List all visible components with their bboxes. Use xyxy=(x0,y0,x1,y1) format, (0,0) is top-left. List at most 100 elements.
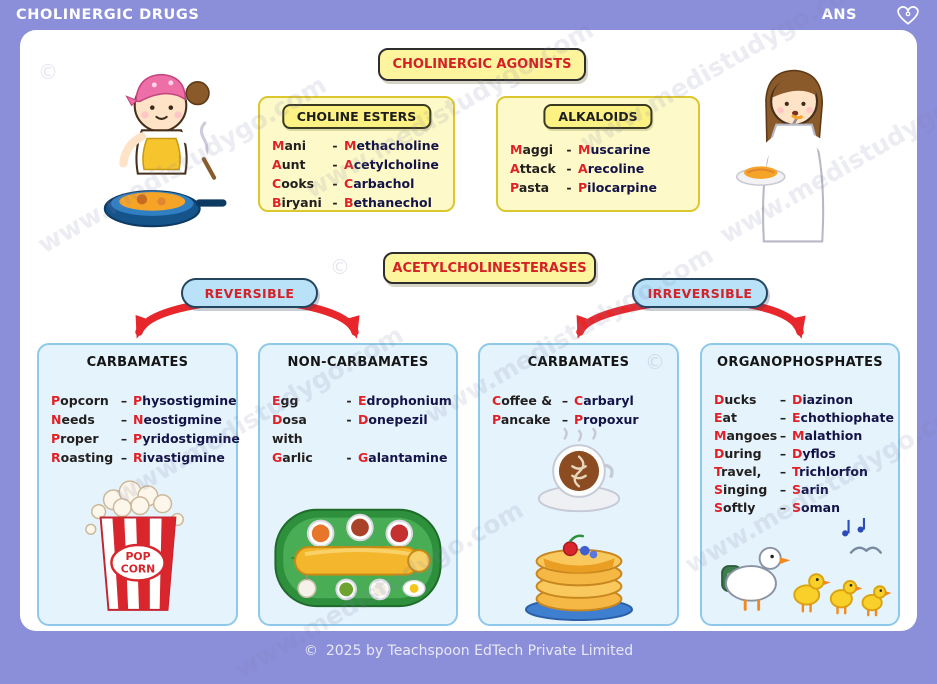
choline-esters-title: CHOLINE ESTERS xyxy=(281,104,432,129)
separator: – xyxy=(120,431,128,446)
separator: – xyxy=(779,500,787,515)
drug-list: Egg-Edrophonium Dosa with-Donepezil Garl… xyxy=(272,391,452,467)
agonists-heading-badge: CHOLINERGIC AGONISTS xyxy=(378,48,586,81)
mnemonic-word: Mani xyxy=(272,138,307,153)
ans-label: ANS xyxy=(821,7,857,23)
drug-name: Carbaryl xyxy=(574,393,634,408)
drug-name: Neostigmine xyxy=(133,412,222,427)
drug-name: Trichlorfon xyxy=(792,464,868,479)
drug-list: Popcorn–Physostigmine Needs–Neostigmine … xyxy=(51,391,240,467)
brand-logo-icon xyxy=(897,6,919,25)
drug-row: Travel,–Trichlorfon xyxy=(714,463,894,481)
mnemonic-word: Popcorn xyxy=(51,393,109,408)
mnemonic-word: Roasting xyxy=(51,450,114,465)
ducks-family-illustration xyxy=(721,518,892,617)
irreversible-label: IRREVERSIBLE xyxy=(647,285,753,301)
separator: – xyxy=(779,392,787,407)
drug-row: Aunt-Acetylcholine xyxy=(272,155,449,174)
mnemonic-word: Softly xyxy=(714,500,756,515)
separator: - xyxy=(332,195,338,210)
agonists-heading-label: CHOLINERGIC AGONISTS xyxy=(392,57,572,72)
separator: – xyxy=(561,412,569,427)
mnemonic-word: Cooks xyxy=(272,176,315,191)
copyright-icon: © xyxy=(303,643,318,659)
mnemonic-word: Biryani xyxy=(272,195,322,210)
drug-row: Egg-Edrophonium xyxy=(272,391,452,410)
separator: – xyxy=(561,393,569,408)
organophosphates-box: ORGANOPHOSPHATES Ducks–Diazinon Eat–Echo… xyxy=(700,343,900,626)
mnemonic-word: Aunt xyxy=(272,157,306,172)
drug-row: Eat–Echothiophate xyxy=(714,409,894,427)
separator: - xyxy=(566,180,572,195)
alkaloids-box: ALKALOIDS Maggi-Muscarine Attack-Arecoli… xyxy=(496,96,700,212)
drug-name: Edrophonium xyxy=(358,393,452,408)
cooking-woman-illustration xyxy=(103,73,227,228)
drug-name: Echothiophate xyxy=(792,410,894,425)
drug-name: Diazinon xyxy=(792,392,854,407)
mnemonic-word: Garlic xyxy=(272,450,313,465)
popcorn-label-bottom: CORN xyxy=(120,563,154,576)
drug-name: Arecoline xyxy=(578,161,645,176)
separator: – xyxy=(120,412,128,427)
irreversible-pill: IRREVERSIBLE xyxy=(632,278,768,308)
separator: – xyxy=(779,464,787,479)
separator: – xyxy=(779,428,787,443)
drug-name: Sarin xyxy=(792,482,829,497)
mnemonic-word: Pasta xyxy=(510,180,550,195)
drug-row: Pancake–Propoxur xyxy=(492,410,673,429)
drug-row: During–Dyflos xyxy=(714,445,894,463)
header-bar: CHOLINERGIC DRUGS ANS xyxy=(0,0,937,30)
drug-name: Propoxur xyxy=(574,412,639,427)
drug-row: Softly–Soman xyxy=(714,499,894,517)
drug-list: Coffee &–Carbaryl Pancake–Propoxur xyxy=(492,391,673,429)
mnemonic-word: Pancake xyxy=(492,412,551,427)
alkaloids-title: ALKALOIDS xyxy=(543,104,653,129)
separator: - xyxy=(332,176,338,191)
drug-row: Mangoes–Malathion xyxy=(714,427,894,445)
drug-name: Physostigmine xyxy=(133,393,237,408)
drug-row: Needs –Neostigmine xyxy=(51,410,232,429)
separator: - xyxy=(346,412,352,427)
separator: - xyxy=(346,450,352,465)
mnemonic-word: Coffee & xyxy=(492,393,553,408)
drug-row: Popcorn–Physostigmine xyxy=(51,391,237,410)
reversible-carbamates-box: CARBAMATES Popcorn–Physostigmine Needs–N… xyxy=(37,343,240,626)
separator: – xyxy=(120,450,128,465)
dosa-platter-illustration xyxy=(274,508,442,608)
drug-row: Dosa with -Donepezil xyxy=(272,410,452,448)
drug-row: Pasta-Pilocarpine xyxy=(510,178,694,197)
footer-text: 2025 by Teachspoon EdTech Private Limite… xyxy=(325,643,634,659)
separator: – xyxy=(779,446,787,461)
footer-bar: © 2025 by Teachspoon EdTech Private Limi… xyxy=(0,643,937,659)
box-title: ORGANOPHOSPHATES xyxy=(717,355,883,370)
drug-name: Bethanechol xyxy=(344,195,432,210)
main-card: CHOLINERGIC AGONISTS CHOLINE ESTERS Mani… xyxy=(20,30,917,631)
eating-woman-illustration xyxy=(735,69,832,243)
coffee-cup-illustration xyxy=(537,427,620,513)
drug-name: Carbachol xyxy=(344,176,415,191)
header-right: ANS xyxy=(822,4,921,26)
cholinergic-drugs-chart: { "page": { "title": "CHOLINERGIC DRUGS"… xyxy=(0,0,937,659)
esterases-heading-badge: ACETYLCHOLINESTERASES xyxy=(383,252,596,284)
popcorn-label-top: POP xyxy=(125,550,150,563)
drug-row: Singing–Sarin xyxy=(714,481,894,499)
choline-esters-list: Mani-Methacholine Aunt-Acetylcholine Coo… xyxy=(272,136,449,212)
box-title: NON-CARBAMATES xyxy=(287,355,429,370)
drug-name: Pyridostigmine xyxy=(133,431,240,446)
separator: – xyxy=(120,393,128,408)
separator: - xyxy=(332,138,338,153)
box-title: CARBAMATES xyxy=(527,355,630,370)
mnemonic-word: Dosa with xyxy=(272,412,307,446)
popcorn-illustration: POP CORN xyxy=(84,480,184,611)
mnemonic-word: Needs xyxy=(51,412,95,427)
separator: – xyxy=(779,482,787,497)
drug-row: Biryani-Bethanechol xyxy=(272,193,449,212)
separator: - xyxy=(566,161,572,176)
drug-row: Roasting–Rivastigmine xyxy=(51,448,232,467)
drug-row: Cooks -Carbachol xyxy=(272,174,449,193)
mnemonic-word: Singing xyxy=(714,482,768,497)
mnemonic-word: Ducks xyxy=(714,392,757,407)
drug-name: Donepezil xyxy=(358,412,428,427)
separator: - xyxy=(332,157,338,172)
drug-name: Galantamine xyxy=(358,450,448,465)
